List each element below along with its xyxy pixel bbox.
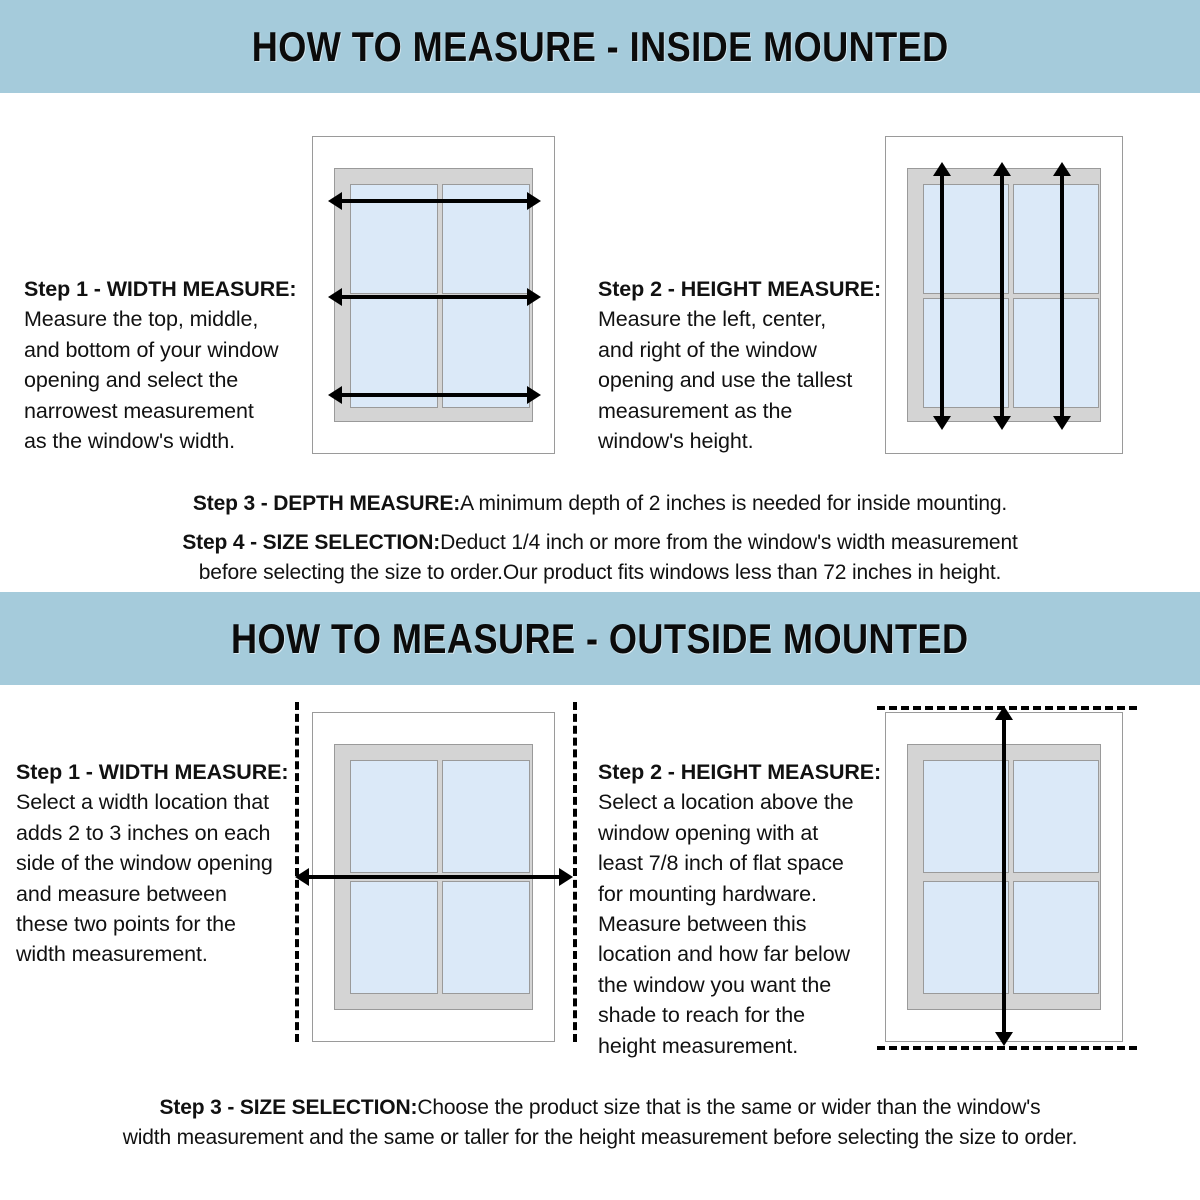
banner-outside-title: HOW TO MEASURE - OUTSIDE MOUNTED	[231, 614, 969, 662]
outside-step3-text: Step 3 - SIZE SELECTION:Choose the produ…	[0, 1093, 1200, 1153]
window-pane-bottom-right	[442, 298, 530, 408]
arrow-head-left-icon	[328, 192, 342, 210]
window-pane-top-right	[1013, 760, 1099, 873]
outside-step3-body: Choose the product size that is the same…	[122, 1096, 1078, 1149]
window-pane-top-left	[923, 184, 1009, 294]
arrow-head-left-icon	[328, 386, 342, 404]
window-pane-top-left	[923, 760, 1009, 873]
arrow-head-right-icon	[527, 288, 541, 306]
figure-inside-width-window	[312, 136, 555, 454]
arrow-head-down-icon	[933, 416, 951, 430]
arrow-head-up-icon	[995, 706, 1013, 720]
outside-height-guide-bottom	[877, 1046, 1137, 1050]
inside-step3-label: Step 3 - DEPTH MEASURE:	[192, 492, 461, 515]
outside-step1-label: Step 1 - WIDTH MEASURE:	[16, 760, 289, 784]
outside-step3-label: Step 3 - SIZE SELECTION:	[159, 1096, 418, 1119]
inside-step1-body: Measure the top, middle, and bottom of y…	[24, 307, 279, 454]
arrow-head-right-icon	[527, 386, 541, 404]
arrow-head-down-icon	[1053, 416, 1071, 430]
arrow-shaft	[337, 393, 532, 397]
inside-step3-body: A minimum depth of 2 inches is needed fo…	[460, 492, 1008, 515]
window-pane-bottom-left	[350, 298, 438, 408]
arrow-shaft	[337, 199, 532, 203]
outside-step2-label: Step 2 - HEIGHT MEASURE:	[598, 760, 882, 784]
outside-step1-text: Step 1 - WIDTH MEASURE: Select a width lo…	[16, 757, 316, 970]
arrow-head-down-icon	[993, 416, 1011, 430]
arrow-head-up-icon	[1053, 162, 1071, 176]
banner-outside-mounted: HOW TO MEASURE - OUTSIDE MOUNTED	[0, 592, 1200, 685]
banner-inside-title: HOW TO MEASURE - INSIDE MOUNTED	[251, 22, 949, 70]
window-pane-bottom-right	[442, 881, 530, 994]
banner-inside-mounted: HOW TO MEASURE - INSIDE MOUNTED	[0, 0, 1200, 93]
outside-width-guide-right	[573, 702, 577, 1042]
inside-step4-text: Step 4 - SIZE SELECTION:Deduct 1/4 inch …	[0, 528, 1200, 588]
arrow-head-up-icon	[933, 162, 951, 176]
inside-step2-body: Measure the left, center, and right of t…	[598, 307, 853, 454]
outside-step1-body: Select a width location that adds 2 to 3…	[16, 790, 273, 967]
inside-step1-label: Step 1 - WIDTH MEASURE:	[24, 277, 297, 301]
window-pane-bottom-right	[1013, 298, 1099, 408]
inside-step4-label: Step 4 - SIZE SELECTION:	[182, 531, 441, 554]
outside-step2-text: Step 2 - HEIGHT MEASURE: Select a locatio…	[598, 757, 898, 1061]
window-pane-top-right	[442, 760, 530, 873]
inside-step2-text: Step 2 - HEIGHT MEASURE: Measure the left…	[598, 274, 898, 456]
arrow-head-right-icon	[559, 868, 573, 886]
arrow-shaft	[1002, 715, 1006, 1037]
window-pane-top-left	[350, 760, 438, 873]
arrow-shaft	[940, 171, 944, 421]
inside-step1-text: Step 1 - WIDTH MEASURE: Measure the top, …	[24, 274, 324, 456]
arrow-head-down-icon	[995, 1032, 1013, 1046]
arrow-head-left-icon	[295, 868, 309, 886]
arrow-shaft	[337, 295, 532, 299]
arrow-shaft	[1000, 171, 1004, 421]
window-pane-bottom-left	[923, 298, 1009, 408]
arrow-shaft	[304, 875, 564, 879]
window-pane-bottom-right	[1013, 881, 1099, 994]
figure-inside-height-window	[885, 136, 1123, 454]
inside-step3-text: Step 3 - DEPTH MEASURE:A minimum depth o…	[0, 489, 1200, 519]
window-pane-bottom-left	[923, 881, 1009, 994]
arrow-head-left-icon	[328, 288, 342, 306]
arrow-shaft	[1060, 171, 1064, 421]
arrow-head-right-icon	[527, 192, 541, 210]
inside-step2-label: Step 2 - HEIGHT MEASURE:	[598, 277, 882, 301]
arrow-head-up-icon	[993, 162, 1011, 176]
window-pane-bottom-left	[350, 881, 438, 994]
window-pane-top-right	[1013, 184, 1099, 294]
inside-step4-body: Deduct 1/4 inch or more from the window'…	[198, 531, 1018, 584]
outside-step2-body: Select a location above the window openi…	[598, 790, 854, 1058]
